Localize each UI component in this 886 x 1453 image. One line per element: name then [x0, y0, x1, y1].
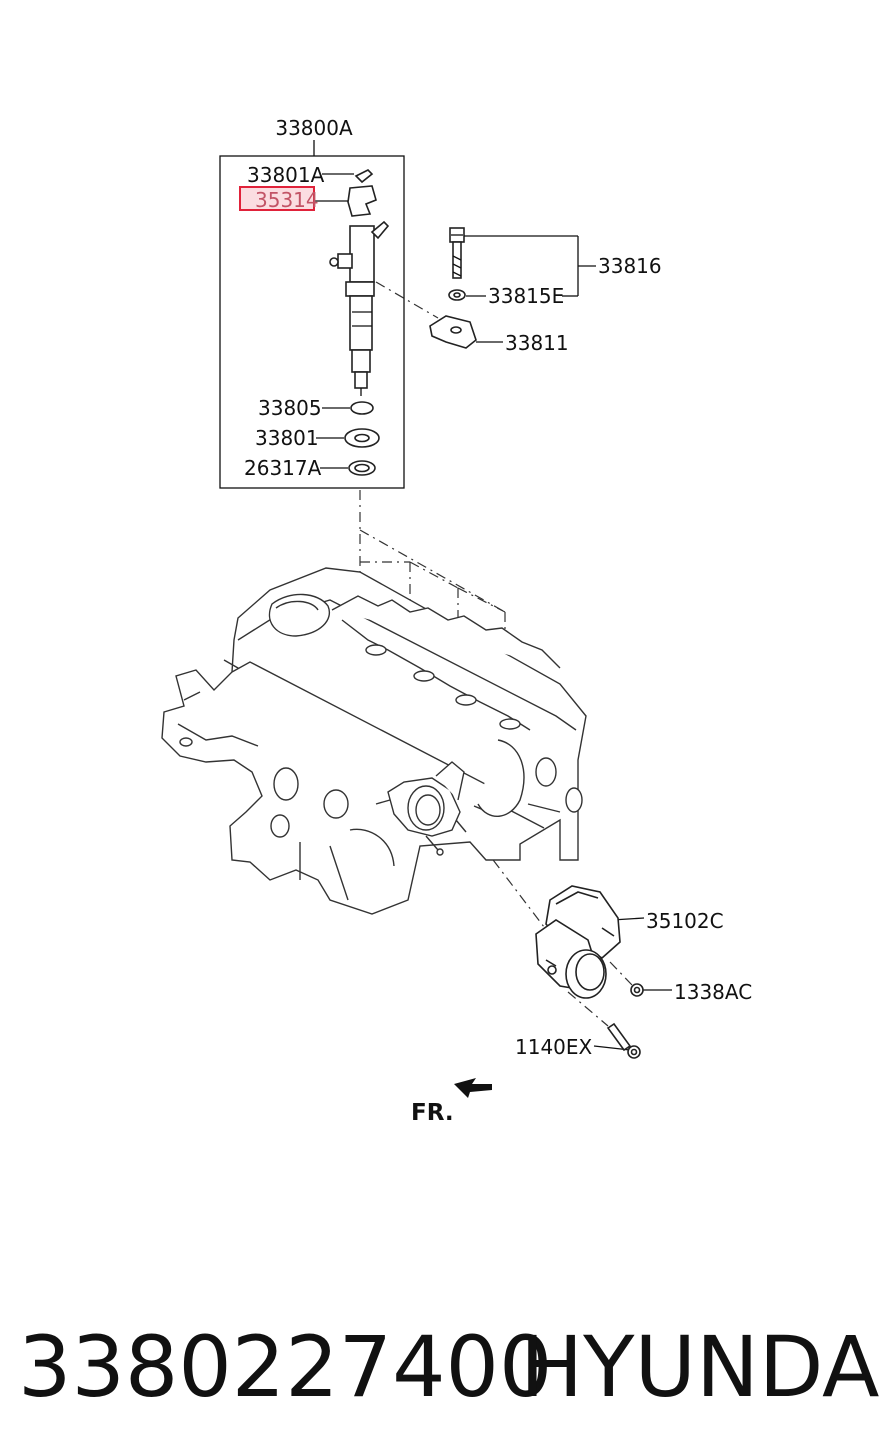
front-arrow-icon: [454, 1078, 492, 1098]
label-33800a[interactable]: 33800A: [275, 116, 353, 140]
label-33801a[interactable]: 33801A: [247, 163, 325, 187]
highlight-box-35314[interactable]: [239, 186, 315, 211]
label-33811[interactable]: 33811: [505, 331, 569, 355]
label-35102c[interactable]: 35102C: [646, 909, 724, 933]
leader-lines: [315, 173, 672, 1051]
label-33805[interactable]: 33805: [258, 396, 322, 420]
label-1140ex[interactable]: 1140EX: [515, 1035, 593, 1059]
bolt-1140ex[interactable]: [567, 991, 641, 1059]
assembly-box: [219, 155, 405, 489]
injector-part[interactable]: [329, 169, 390, 476]
front-label: FR.: [411, 1100, 454, 1126]
intake-flange: [375, 761, 467, 856]
nut-1338ac[interactable]: [609, 961, 644, 997]
brand-name: HYUNDAI: [520, 1318, 886, 1416]
footer: 3380227400 HYUNDAI: [18, 1318, 886, 1416]
label-35314[interactable]: 35314: [255, 188, 319, 212]
part-labels: 33801A 35314 33816 33815E 33811 33805 33…: [239, 163, 752, 1059]
throttle-body[interactable]: [535, 885, 621, 999]
o-ring-33805[interactable]: [350, 401, 374, 415]
assembly-group: 33800A: [219, 116, 405, 489]
label-33801[interactable]: 33801: [255, 426, 319, 450]
engine-block: [161, 567, 587, 915]
label-33816[interactable]: 33816: [598, 254, 662, 278]
label-26317a[interactable]: 26317A: [244, 456, 322, 480]
part-number: 3380227400: [18, 1318, 552, 1416]
label-1338ac[interactable]: 1338AC: [674, 980, 752, 1004]
label-33815e[interactable]: 33815E: [488, 284, 564, 308]
front-indicator: FR.: [411, 1078, 492, 1126]
clamp-hardware[interactable]: [375, 227, 477, 349]
